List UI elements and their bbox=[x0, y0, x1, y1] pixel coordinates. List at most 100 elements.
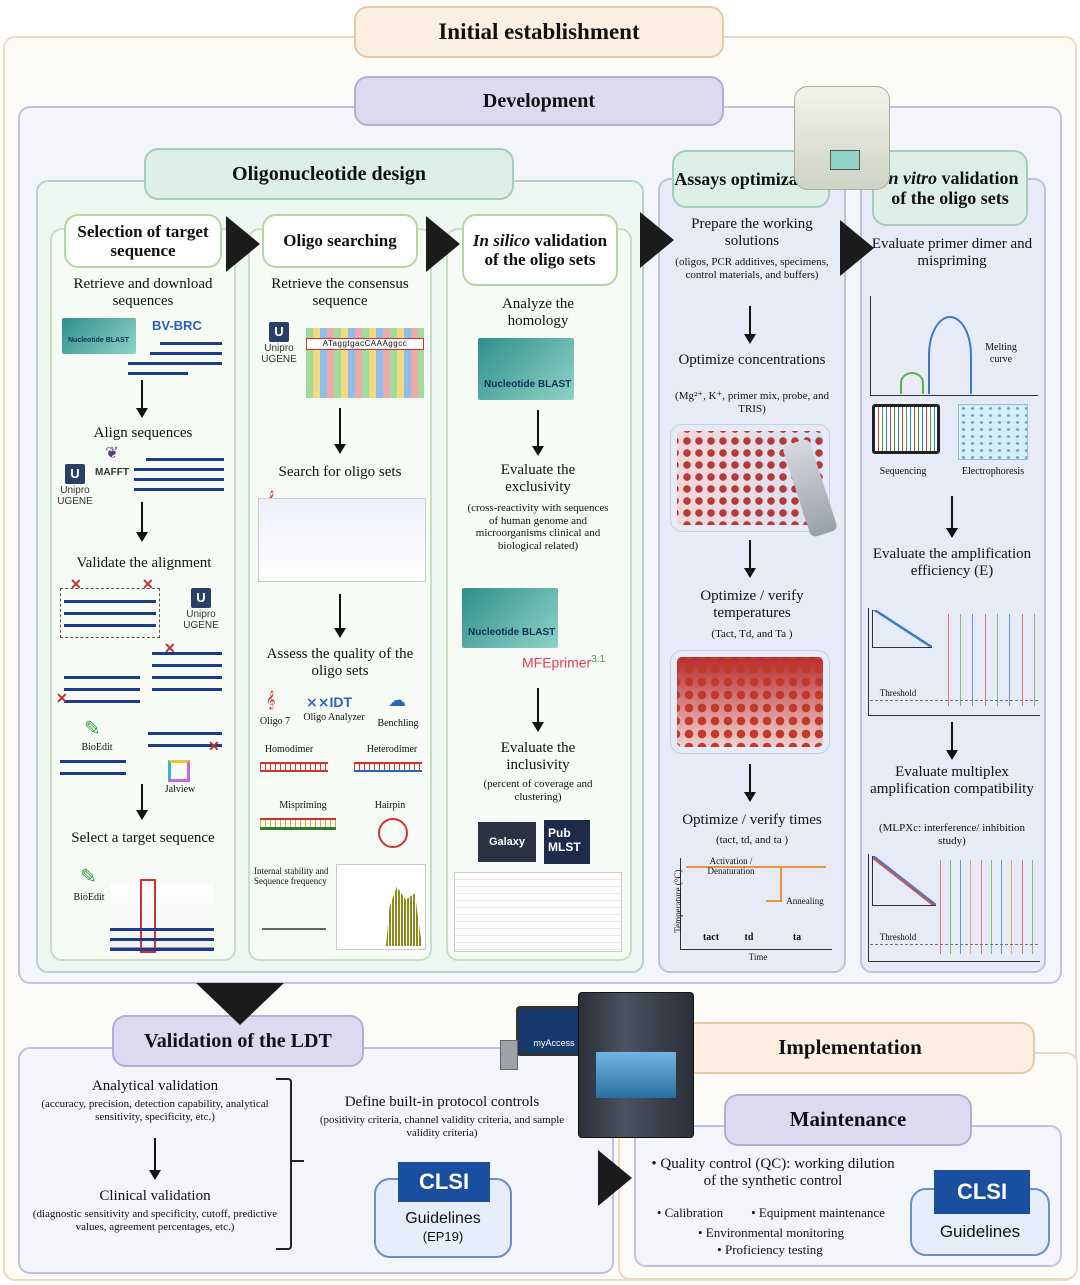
selection-step4: Select a target sequence bbox=[71, 830, 215, 846]
down-arrow-icon bbox=[334, 408, 346, 454]
sequence-bar bbox=[128, 372, 188, 375]
assays-step2-detail: (Mg²⁺, K⁺, primer mix, probe, and TRIS) bbox=[675, 390, 829, 415]
amplification-curves bbox=[936, 614, 1036, 706]
development-header: Development bbox=[354, 76, 724, 126]
melting-curve-chart bbox=[870, 296, 1038, 396]
heterodimer-diagram bbox=[354, 762, 422, 772]
sequence-bar bbox=[148, 732, 222, 735]
oligo-design-header: Oligonucleotide design bbox=[144, 148, 514, 200]
maintenance-header: Maintenance bbox=[724, 1094, 972, 1146]
sequence-bar bbox=[134, 468, 224, 471]
down-arrow-icon bbox=[744, 540, 756, 578]
clinical-validation: Clinical validation bbox=[99, 1188, 211, 1204]
cross-icon: ✕ bbox=[208, 738, 220, 754]
cross-icon: ✕ bbox=[164, 640, 176, 656]
assays-step1: Prepare the working solutions bbox=[691, 216, 813, 250]
calibration-item: • Calibration bbox=[656, 1205, 724, 1220]
temperature-profile bbox=[686, 866, 826, 906]
thermocycler-icon bbox=[794, 86, 890, 190]
insilico-step2-detail: (cross-reactivity with sequences of huma… bbox=[467, 502, 609, 552]
clinical-validation-detail: (diagnostic sensitivity and specificity,… bbox=[32, 1208, 278, 1233]
waste-bin-icon bbox=[500, 1040, 518, 1070]
t-act-label: tact bbox=[702, 932, 720, 943]
sequence-bar bbox=[64, 676, 140, 679]
consensus-sequence: ATaggtgacCAAAggcc bbox=[306, 338, 424, 350]
temperature-plate bbox=[670, 650, 830, 754]
down-arrow-icon bbox=[744, 306, 756, 344]
sequence-bar bbox=[152, 652, 222, 655]
sequence-bar bbox=[150, 352, 222, 355]
implementation-header: Implementation bbox=[665, 1022, 1035, 1074]
down-arrow-icon bbox=[136, 502, 148, 542]
assays-step3-detail: (Tact, Td, and Ta ) bbox=[711, 628, 793, 640]
flow-arrow-icon bbox=[640, 212, 674, 268]
sequence-bar bbox=[64, 700, 140, 703]
sequence-bar bbox=[160, 342, 222, 345]
mafft-logo-icon: ❦MAFFT bbox=[95, 445, 129, 479]
sequence-bar bbox=[64, 612, 156, 615]
bioedit-label: BioEdit bbox=[81, 742, 113, 753]
down-arrow-icon bbox=[149, 1138, 161, 1180]
invitro-header: In vitro validation of the oligo sets bbox=[872, 150, 1028, 226]
myaccess-label: myAccess bbox=[533, 1038, 575, 1048]
sequence-bar bbox=[110, 928, 214, 931]
bioedit-label: BioEdit bbox=[73, 892, 105, 903]
invitro-step2: Evaluate the amplification efficiency (E… bbox=[872, 546, 1032, 580]
clsi-logo-icon: CLSI bbox=[934, 1170, 1030, 1214]
multiplex-standard-curve bbox=[872, 856, 936, 906]
oligo7-label: Oligo 7 bbox=[259, 716, 291, 727]
down-arrow-icon bbox=[334, 594, 346, 638]
sequence-bar bbox=[134, 488, 224, 491]
selection-step2: Align sequences bbox=[93, 425, 193, 441]
bvbrc-logo-icon: BV-BRC bbox=[152, 318, 202, 333]
cross-icon: ✕ bbox=[142, 576, 154, 592]
sequence-bar bbox=[134, 478, 224, 481]
homodimer-label: Homodimer bbox=[264, 744, 314, 755]
threshold-label: Threshold bbox=[879, 932, 917, 942]
oligo7-logo-icon: 𝄞 bbox=[266, 692, 276, 709]
melting-curve-peak bbox=[928, 316, 972, 394]
t-a-label: ta bbox=[792, 932, 802, 943]
threshold-line bbox=[870, 700, 1038, 701]
invitro-step3-detail: (MLPXc: interference/ inhibition study) bbox=[878, 822, 1025, 847]
invitro-region bbox=[860, 178, 1046, 973]
electrophoresis-gel-icon bbox=[958, 404, 1028, 460]
bioedit-logo-icon: ✎ bbox=[80, 866, 97, 888]
temperature-profile-drop bbox=[766, 866, 782, 902]
heterodimer-label: Heterodimer bbox=[366, 744, 418, 755]
cross-icon: ✕ bbox=[56, 690, 68, 706]
sequence-bar bbox=[64, 624, 156, 627]
multiplex-curves bbox=[930, 860, 1036, 954]
cross-icon: ✕ bbox=[70, 576, 82, 592]
assays-step4: Optimize / verify times bbox=[682, 812, 822, 828]
insilico-step3-detail: (percent of coverage and clustering) bbox=[483, 778, 593, 803]
benchling-logo-icon: ☁ bbox=[388, 690, 406, 710]
oligo-step2: Search for oligo sets bbox=[278, 464, 402, 480]
assays-step4-detail: (tact, td, and ta ) bbox=[715, 834, 789, 846]
down-arrow-icon bbox=[744, 764, 756, 802]
oligo-search-screenshot bbox=[258, 498, 426, 582]
blast-logo-icon: Nucleotide BLAST bbox=[62, 318, 136, 354]
melting-curve-small-peak bbox=[900, 372, 924, 394]
analyzer-window bbox=[596, 1052, 676, 1098]
benchling-label: Benchling bbox=[377, 718, 419, 729]
sequence-bar bbox=[146, 458, 224, 461]
down-arrow-icon bbox=[946, 722, 958, 760]
sequence-bar bbox=[64, 600, 156, 603]
proficiency-item: • Proficiency testing bbox=[717, 1242, 823, 1257]
target-sequence-chart bbox=[110, 884, 214, 948]
annealing-label: Annealing bbox=[786, 896, 824, 906]
invitro-step3: Evaluate multiplex amplification compati… bbox=[870, 764, 1034, 798]
down-arrow-icon bbox=[532, 688, 544, 732]
validation-ldt-header: Validation of the LDT bbox=[112, 1015, 364, 1067]
inclusivity-screenshot bbox=[454, 872, 622, 952]
guidelines-label: Guidelines bbox=[405, 1210, 481, 1227]
blast-logo-icon: Nucleotide BLAST bbox=[462, 588, 558, 648]
down-arrow-icon bbox=[946, 496, 958, 538]
flow-arrow-icon bbox=[840, 220, 874, 276]
sequencing-monitor-icon bbox=[872, 404, 940, 454]
oligo-search-header: Oligo searching bbox=[262, 214, 418, 268]
insilico-header: In silico validation of the oligo sets bbox=[462, 214, 618, 286]
